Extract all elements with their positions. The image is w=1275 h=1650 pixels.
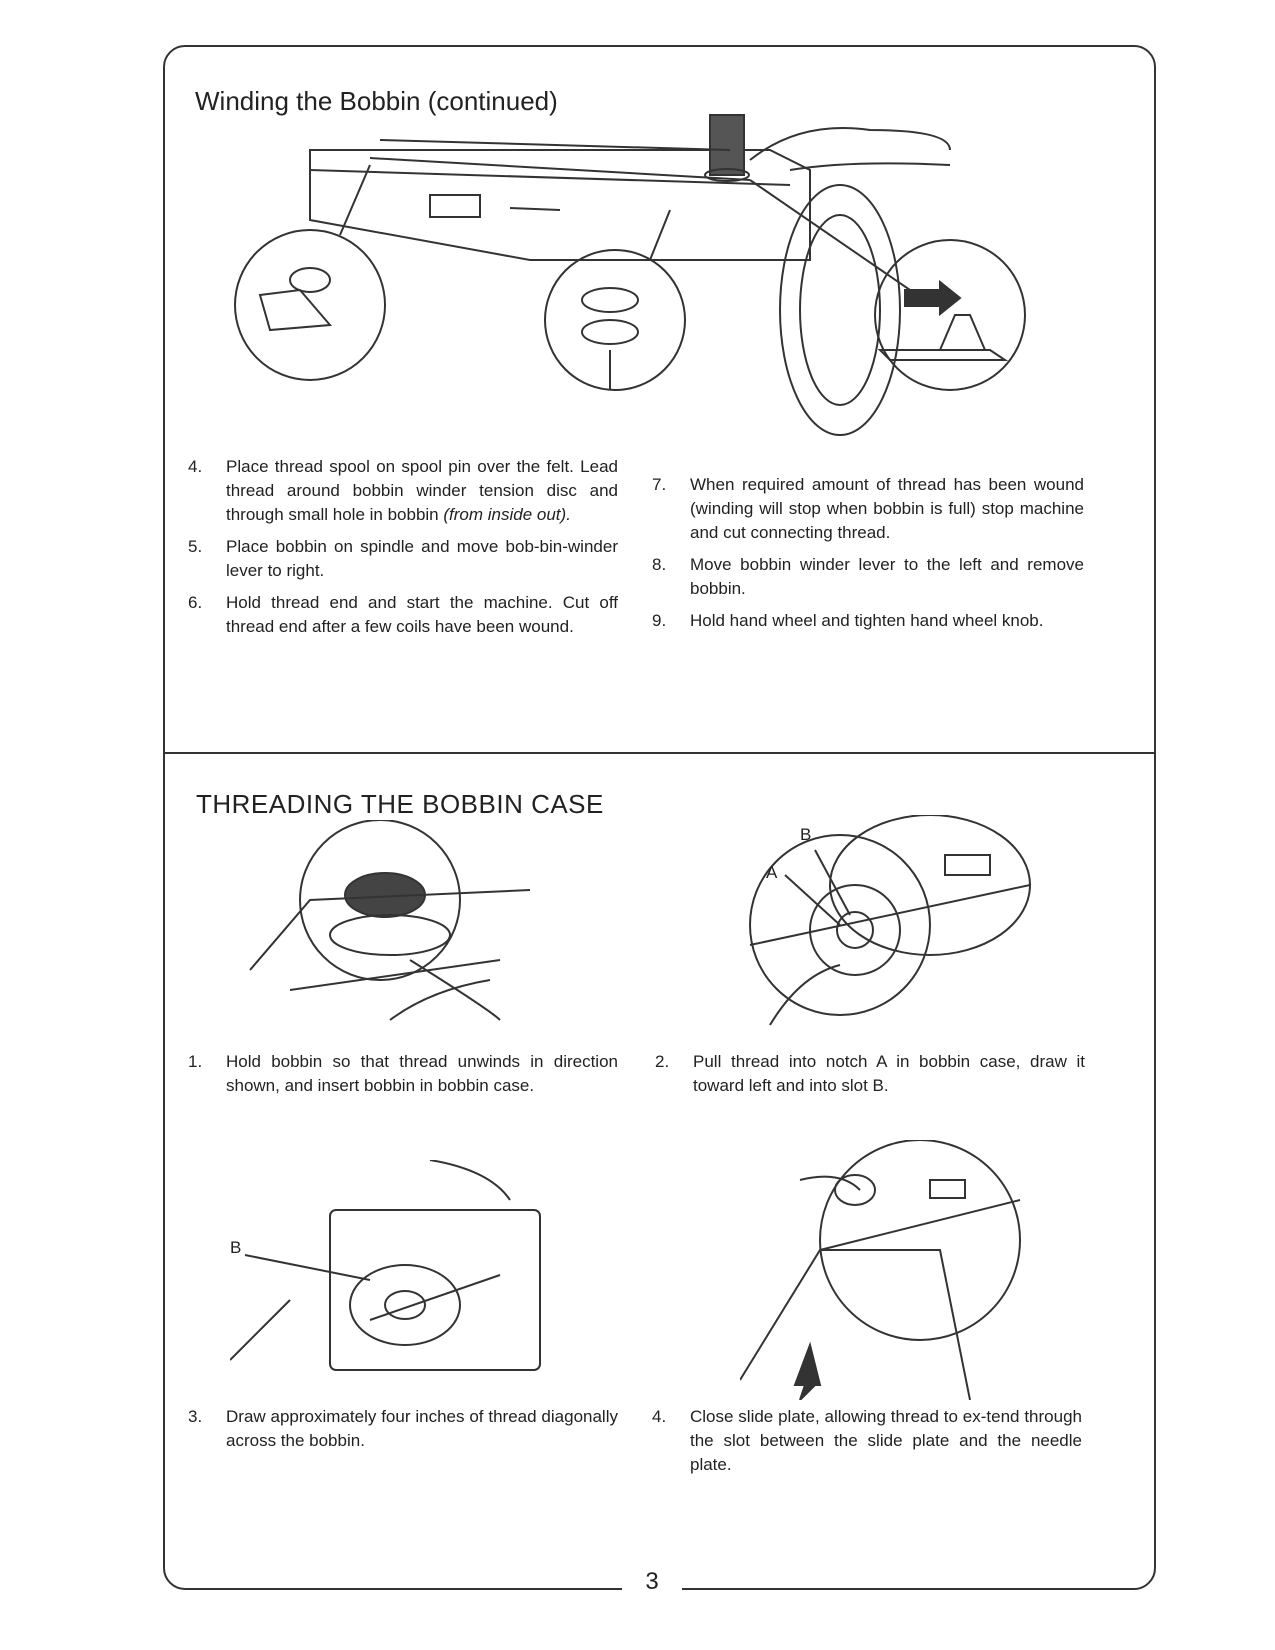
step-text: Place bobbin on spindle and move bob-bin… (226, 537, 618, 580)
caption-text: Pull thread into notch A in bobbin case,… (693, 1052, 1085, 1095)
caption-number: 2. (655, 1052, 670, 1071)
step-text: Move bobbin winder lever to the left and… (690, 555, 1084, 598)
caption-text: Draw approximately four inches of thread… (226, 1407, 618, 1450)
step-number: 7. (652, 475, 667, 494)
caption-3: 3. Draw approximately four inches of thr… (188, 1405, 618, 1453)
step-text: Hold thread end and start the machine. C… (226, 593, 618, 636)
draw-thread-illustration: B (230, 1160, 560, 1385)
caption-1: 1. Hold bobbin so that thread unwinds in… (188, 1050, 618, 1098)
caption-number: 3. (188, 1407, 203, 1426)
steps-right: 7. When required amount of thread has be… (652, 473, 1084, 641)
caption-number: 1. (188, 1052, 203, 1071)
bobbin-insert-illustration (230, 820, 530, 1035)
step-number: 6. (188, 593, 203, 612)
step-number: 4. (188, 457, 203, 476)
step-7: 7. When required amount of thread has be… (652, 473, 1084, 545)
label-b: B (230, 1238, 242, 1257)
step-6: 6. Hold thread end and start the machine… (188, 591, 618, 639)
label-b: B (800, 825, 812, 844)
section-title-winding: Winding the Bobbin (continued) (195, 86, 558, 116)
step-number: 8. (652, 555, 667, 574)
step-number: 9. (652, 611, 667, 630)
section-divider (163, 752, 1156, 754)
notch-thread-illustration: B A (730, 815, 1040, 1035)
step-text: Place thread spool on spool pin over the… (226, 457, 618, 524)
step-5: 5. Place bobbin on spindle and move bob-… (188, 535, 618, 583)
steps-left: 4. Place thread spool on spool pin over … (188, 455, 618, 647)
step-text: When required amount of thread has been … (690, 475, 1084, 542)
caption-2: 2. Pull thread into notch A in bobbin ca… (655, 1050, 1085, 1098)
close-slide-plate-illustration (740, 1140, 1040, 1400)
bobbin-winding-illustration (230, 110, 1080, 450)
page-number: 3 (622, 1568, 682, 1596)
caption-text: Close slide plate, allowing thread to ex… (690, 1407, 1082, 1474)
caption-text: Hold bobbin so that thread unwinds in di… (226, 1052, 618, 1095)
step-8: 8. Move bobbin winder lever to the left … (652, 553, 1084, 601)
step-4: 4. Place thread spool on spool pin over … (188, 455, 618, 527)
caption-number: 4. (652, 1407, 667, 1426)
caption-4: 4. Close slide plate, allowing thread to… (652, 1405, 1082, 1477)
step-9: 9. Hold hand wheel and tighten hand whee… (652, 609, 1084, 633)
section-title-threading: THREADING THE BOBBIN CASE (196, 789, 604, 819)
step-number: 5. (188, 537, 203, 556)
label-a: A (766, 863, 778, 882)
step-text: Hold hand wheel and tighten hand wheel k… (690, 611, 1044, 630)
